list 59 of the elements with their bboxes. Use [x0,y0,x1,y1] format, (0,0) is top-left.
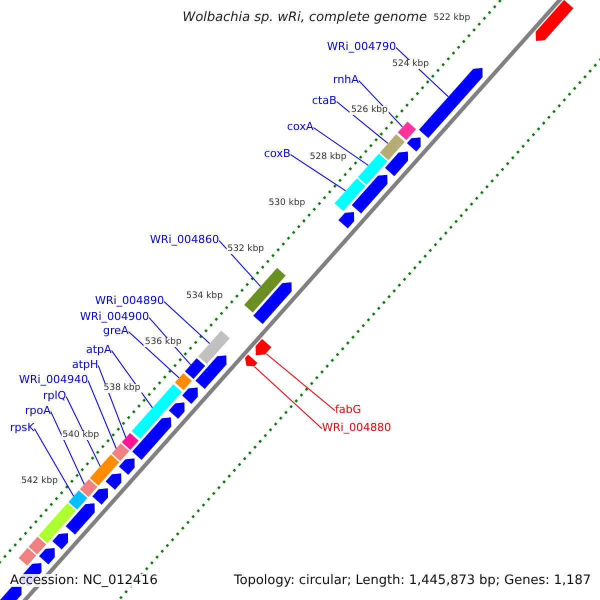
leader-line [148,317,192,366]
gene-block [184,358,206,380]
leader-line [254,366,322,430]
leader-line [98,365,126,438]
leader-line [128,331,180,378]
gene-label: WRi_004940 [19,374,88,385]
gene-label: rpoA [25,405,51,416]
accession-text: Accession: NC_012416 [10,574,158,587]
leader-line [218,240,262,287]
scale-label: 522 kbp [432,14,472,23]
gene-block [79,478,98,498]
scale-label: 532 kbp [226,245,266,254]
gene-label: fabG [335,404,362,415]
scale-label: 526 kbp [350,106,389,116]
gene-label: atpA [86,344,112,355]
leader-line [396,47,449,98]
leader-line [34,428,74,497]
gene-block [174,372,192,391]
gene-label: rpsK [10,422,34,433]
leader-line [290,154,346,192]
gene-label: WRi_004790 [327,41,396,52]
leader-line [111,350,153,408]
gene-label: WRi_004860 [150,234,220,245]
gene-label: rplQ [43,390,66,401]
scale-label: 534 kbp [185,292,224,301]
gene-label: rnhA [333,74,359,85]
gene-label: greA [103,325,129,336]
scale-label: 540 kbp [61,430,100,440]
gene-block [121,432,140,451]
summary-text: Topology: circular; Length: 1,445,873 bp; Genes: 1,187 [234,574,591,587]
gene-block [357,153,388,186]
leader-line [266,353,336,412]
scale-label: 524 kbp [391,60,430,70]
leader-line [50,411,85,485]
gene-label: WRi_004890 [95,295,164,306]
gene-feature [244,354,258,367]
gene-feature [255,338,272,356]
gene-label: ctaB [312,95,337,106]
gene-label: coxA [287,121,314,132]
leader-line [336,101,388,144]
scale-label: 528 kbp [308,152,348,162]
gene-block [397,121,417,141]
gene-label: WRi_004900 [80,311,150,322]
gene-block [379,134,406,161]
scale-label: 542 kbp [20,476,59,486]
leader-line [66,396,101,467]
scale-label: 536 kbp [144,338,183,348]
scale-label: 538 kbp [102,384,142,394]
gene-block [68,490,88,510]
gene-label: WRi_004880 [322,422,392,433]
gene-label: coxB [264,148,290,159]
leader-line [312,127,369,166]
gene-feature [418,67,484,139]
leader-line [88,380,117,449]
gene-block [89,454,120,486]
gene-label: atpH [72,359,98,370]
leader-line [164,301,210,344]
title: Wolbachia sp. wRi, complete genome [182,11,427,24]
scale-label: 530 kbp [268,199,306,208]
